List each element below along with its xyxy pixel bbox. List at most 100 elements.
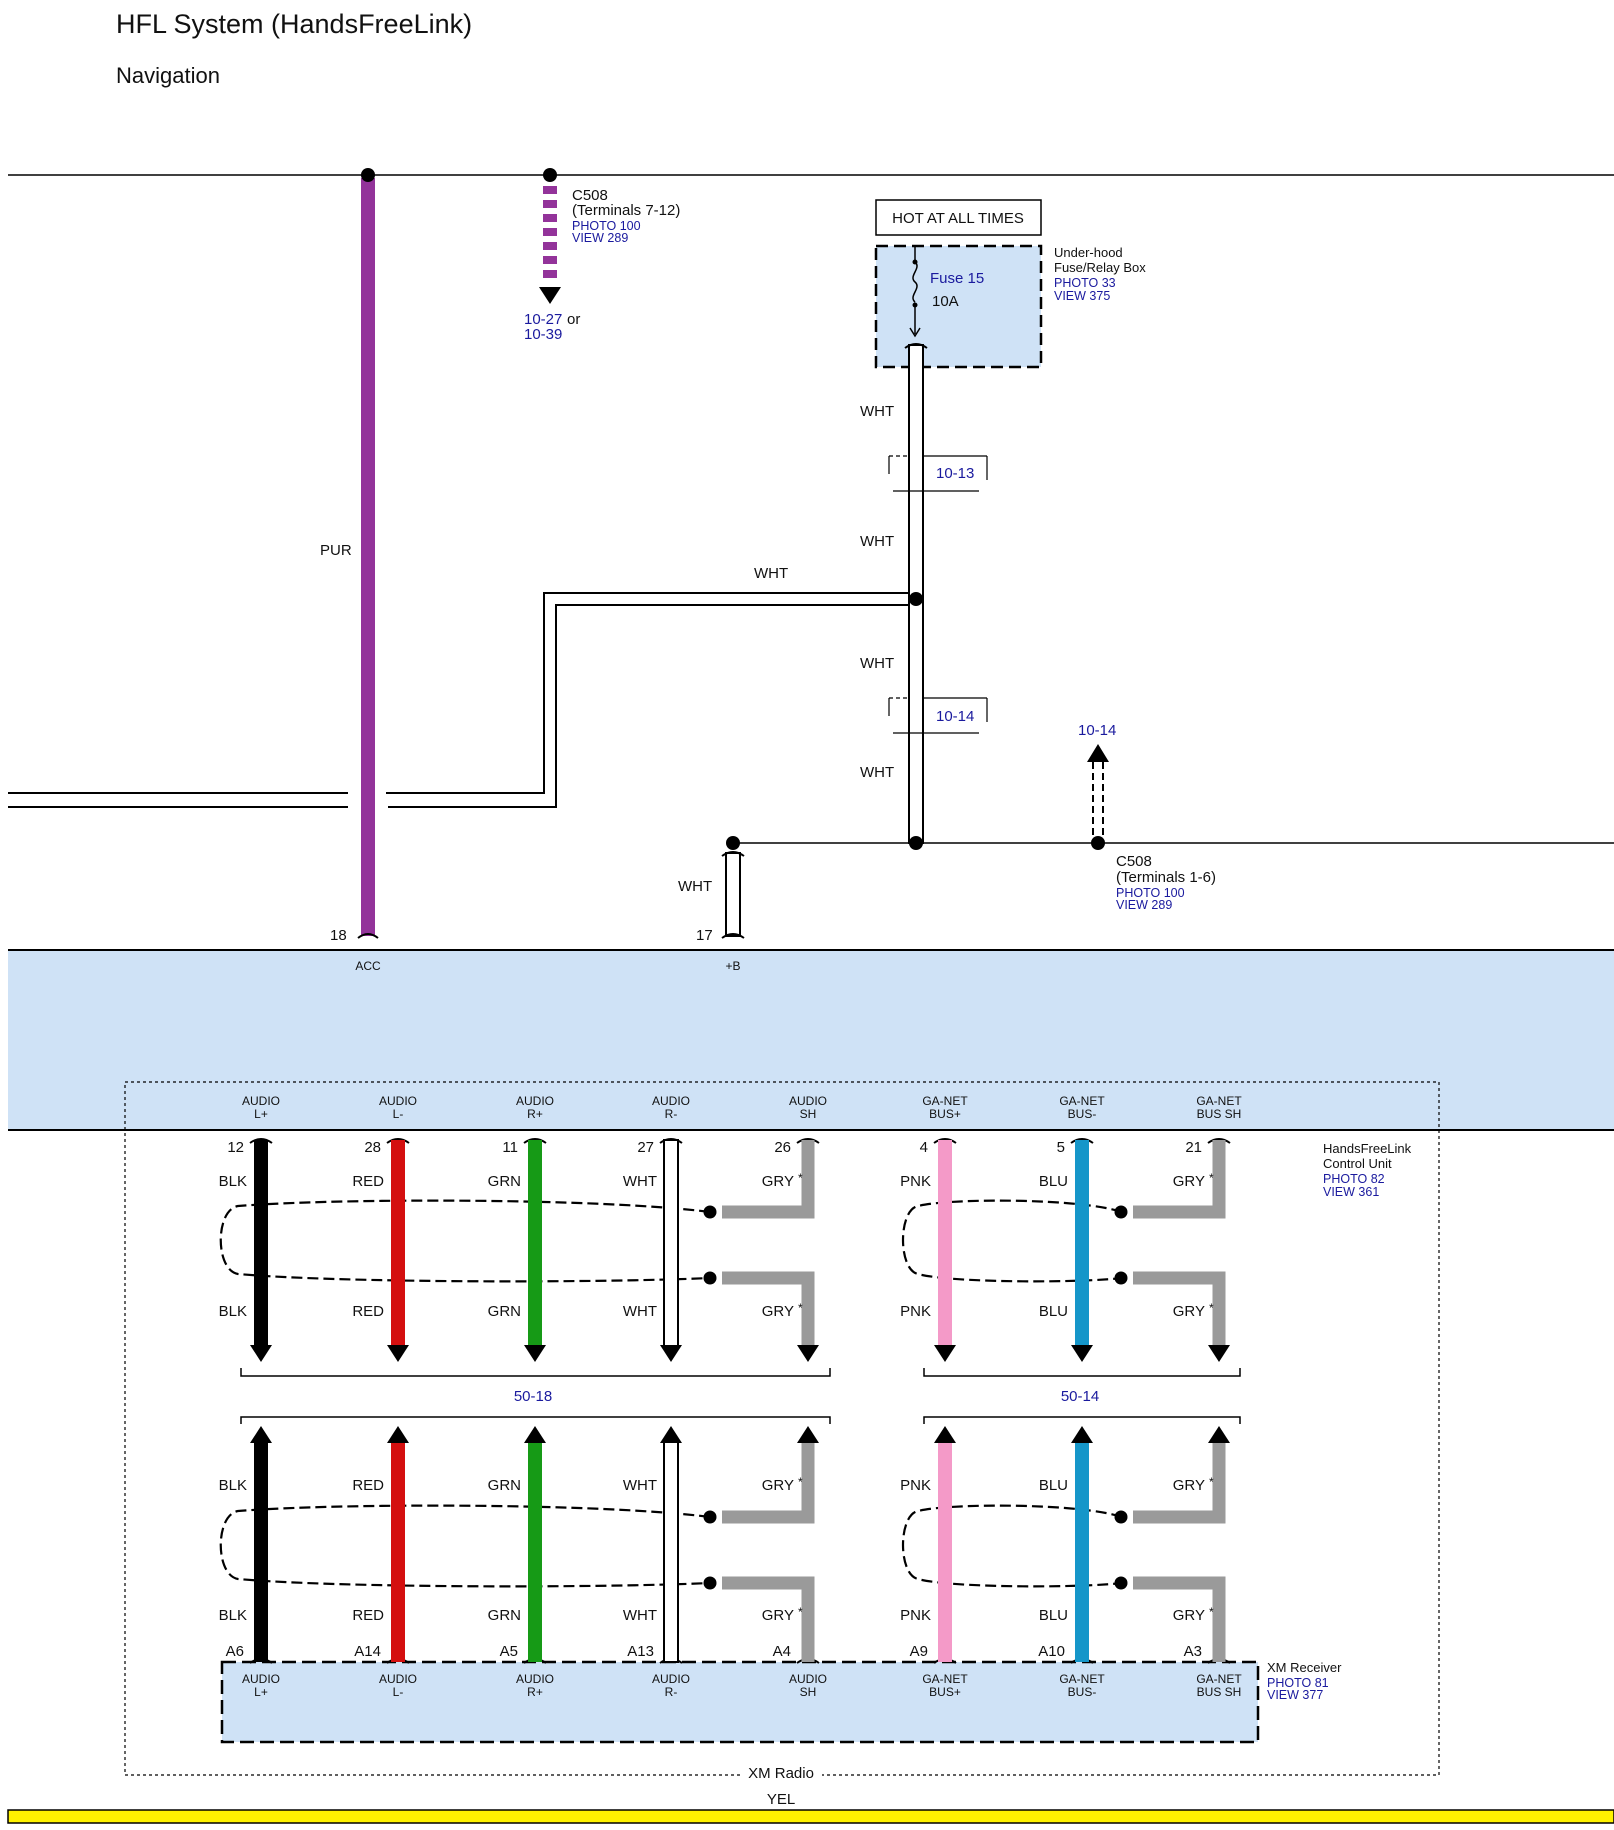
hfl-pin-number-0: 12 (227, 1139, 244, 1156)
fusebox-name-2: Fuse/Relay Box (1054, 260, 1146, 275)
wire-color-label-4-2: GRY (762, 1477, 794, 1494)
fuse-name[interactable]: Fuse 15 (930, 270, 984, 287)
xm-receiver-photo[interactable]: PHOTO 81 (1267, 1676, 1329, 1690)
xm-terminal-label-7: GA-NET (1196, 1672, 1242, 1686)
hfl-terminal-label-0: AUDIO (242, 1094, 280, 1108)
splice-10-14 (888, 697, 988, 734)
wht-label-2: WHT (860, 533, 894, 550)
xm-wire-arrow-2 (524, 1426, 546, 1443)
xm-terminal-label-1: AUDIO (379, 1672, 417, 1686)
yel-wire-label: YEL (767, 1791, 795, 1808)
c508-bottom-view[interactable]: VIEW 289 (1116, 898, 1172, 912)
xm-terminal-label-6: GA-NET (1059, 1672, 1105, 1686)
xm-radio-label-bg (740, 1765, 822, 1781)
xm-wire-arrow-7 (1208, 1426, 1230, 1443)
connector-ref-50-14[interactable]: 50-14 (1061, 1388, 1099, 1405)
hfl-terminal-label-3: AUDIO (652, 1094, 690, 1108)
c508-top-ref-1[interactable]: 10-27 (524, 311, 562, 328)
lower-bus-dot-mid (909, 836, 923, 850)
c508-top-dashed-wire (543, 186, 557, 278)
hot-at-all-times-box (875, 199, 1042, 236)
pur-splice-dot (361, 168, 375, 182)
c508-top-ref-2[interactable]: 10-39 (524, 326, 562, 343)
wht-label-4: WHT (860, 655, 894, 672)
shield-dot-7-d (1114, 1576, 1128, 1590)
hot-at-all-times-label: HOT AT ALL TIMES (892, 210, 1024, 227)
pin-18-name: ACC (355, 959, 381, 973)
hfl-wire-pnk (938, 1140, 952, 1347)
yel-wire (7, 1809, 1614, 1824)
wht-label-6: WHT (678, 878, 712, 895)
connector-bracket-50-14-top (923, 1368, 1241, 1377)
hfl-pin-number-7: 21 (1185, 1139, 1202, 1156)
xm-shield-wire-bottom-4 (722, 1576, 815, 1662)
hfl-pin-cap-0 (249, 1138, 273, 1144)
hfl-terminal-label-5: GA-NET (922, 1094, 968, 1108)
splice-ref-10-13[interactable]: 10-13 (936, 465, 974, 482)
fusebox-name-1: Under-hood (1054, 245, 1123, 260)
wire-color-label-0-0: BLK (219, 1173, 247, 1190)
wire-color-label-6-0: BLU (1039, 1173, 1068, 1190)
hfl-wire-arrow-4 (797, 1345, 819, 1362)
xm-wire-arrow-6 (1071, 1426, 1093, 1443)
xm-pin-number-5: A9 (910, 1643, 928, 1660)
wht-plusb-cap-top (721, 851, 745, 857)
xm-wire-arrow-3 (660, 1426, 682, 1443)
hfl-wire-grn (528, 1140, 542, 1347)
c508-top-view[interactable]: VIEW 289 (572, 231, 628, 245)
hfl-wire-blk (254, 1140, 268, 1347)
wire-color-label-1-0: RED (352, 1173, 384, 1190)
xm-terminal-sublabel-0: L+ (254, 1685, 268, 1699)
hfl-unit-photo[interactable]: PHOTO 82 (1323, 1172, 1385, 1186)
hfl-pin-cap-1 (386, 1138, 410, 1144)
xm-terminal-sublabel-6: BUS- (1068, 1685, 1097, 1699)
c508-bottom-terminals: (Terminals 1-6) (1116, 869, 1216, 886)
xm-wire-arrow-5 (934, 1426, 956, 1443)
xm-pin-number-1: A14 (354, 1643, 381, 1660)
wht-plusb-cap-bottom (721, 933, 745, 939)
hfl-terminal-sublabel-3: R- (665, 1107, 678, 1121)
wire-color-label-3-1: WHT (623, 1303, 657, 1320)
hfl-wire-arrow-1 (387, 1345, 409, 1362)
wire-color-label-6-3: BLU (1039, 1607, 1068, 1624)
xm-pin-number-0: A6 (226, 1643, 244, 1660)
fuse-relay-box (874, 244, 1043, 369)
hfl-wire-arrow-6 (1071, 1345, 1093, 1362)
c508-top-arrow (539, 287, 561, 304)
connector-ref-50-18[interactable]: 50-18 (514, 1388, 552, 1405)
fusebox-photo[interactable]: PHOTO 33 (1054, 276, 1116, 290)
wire-color-label-6-1: BLU (1039, 1303, 1068, 1320)
hfl-terminal-sublabel-7: BUS SH (1197, 1107, 1242, 1121)
hfl-unit-name-1: HandsFreeLink (1323, 1141, 1412, 1156)
hfl-wire-arrow-7 (1208, 1345, 1230, 1362)
wire-color-label-7-0: GRY (1173, 1173, 1205, 1190)
pin-17-name: +B (725, 959, 740, 973)
xm-receiver-view[interactable]: VIEW 377 (1267, 1688, 1323, 1702)
fusebox-view[interactable]: VIEW 375 (1054, 289, 1110, 303)
hfl-pin-cap-4 (796, 1138, 820, 1144)
hfl-terminal-sublabel-2: R+ (527, 1107, 543, 1121)
arrow-ref-10-14[interactable]: 10-14 (1078, 722, 1116, 739)
hfl-unit-view[interactable]: VIEW 361 (1323, 1185, 1379, 1199)
xm-terminal-sublabel-5: BUS+ (929, 1685, 961, 1699)
lower-bus-dot-left (726, 836, 740, 850)
hfl-pin-number-4: 26 (774, 1139, 791, 1156)
connector-bracket-50-18-top (240, 1368, 831, 1377)
xm-terminal-label-5: GA-NET (922, 1672, 968, 1686)
wire-color-label-0-2: BLK (219, 1477, 247, 1494)
wht-main-wire-cap (904, 343, 928, 349)
wire-star-4-0: * (798, 1171, 803, 1185)
wire-star-7-3: * (1209, 1605, 1214, 1619)
hfl-pin-cap-2 (523, 1138, 547, 1144)
pin-18-number: 18 (330, 927, 347, 944)
xm-terminal-label-0: AUDIO (242, 1672, 280, 1686)
pur-wire-label: PUR (320, 542, 352, 559)
hfl-terminal-label-1: AUDIO (379, 1094, 417, 1108)
c508-bottom-photo[interactable]: PHOTO 100 (1116, 886, 1185, 900)
hfl-pin-number-3: 27 (637, 1139, 654, 1156)
c508-bottom-name: C508 (1116, 853, 1152, 870)
c508-top-dot (543, 168, 557, 182)
splice-ref-10-14[interactable]: 10-14 (936, 708, 974, 725)
shield-dot-7-a (1114, 1205, 1128, 1219)
c508-top-photo[interactable]: PHOTO 100 (572, 219, 641, 233)
